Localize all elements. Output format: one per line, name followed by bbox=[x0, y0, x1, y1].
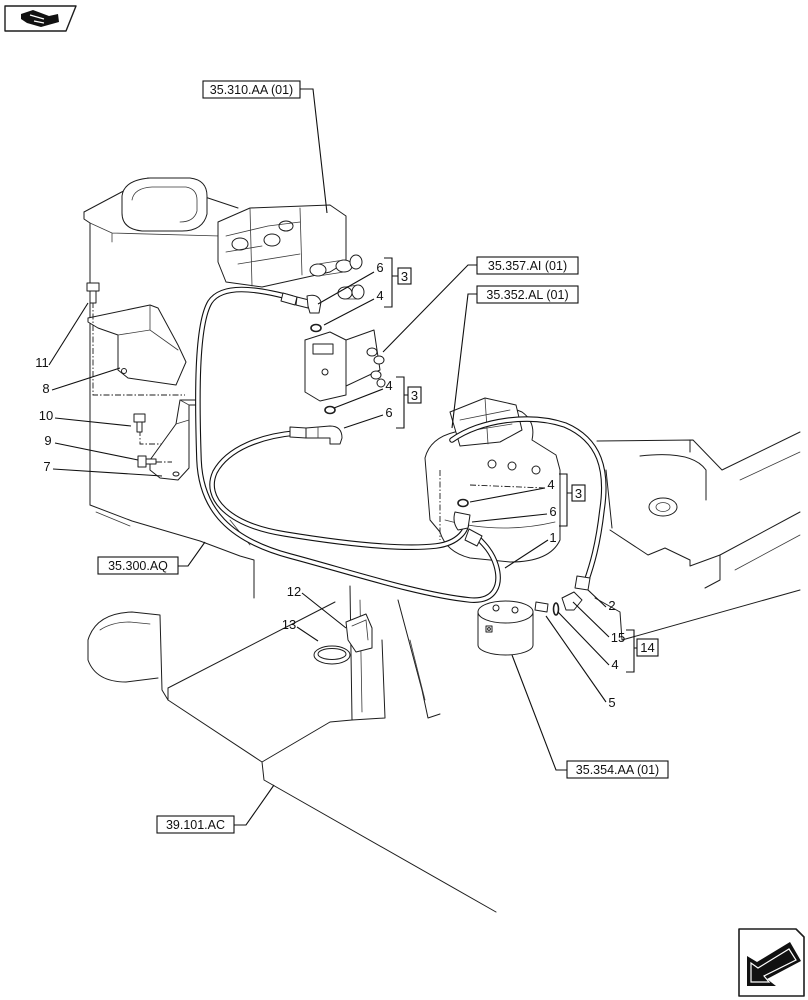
o-ring-top bbox=[310, 323, 322, 333]
part-callout[interactable]: 13 bbox=[282, 617, 296, 632]
group-callout-bottom[interactable]: 14 bbox=[636, 638, 659, 657]
group-number: 3 bbox=[575, 486, 582, 501]
part-callout[interactable]: 9 bbox=[44, 433, 51, 448]
part-callout[interactable]: 4 bbox=[611, 657, 618, 672]
group-number: 14 bbox=[640, 640, 654, 655]
hand-pointer-icon[interactable] bbox=[4, 5, 77, 32]
part-callout[interactable]: 15 bbox=[611, 630, 625, 645]
cover-plate-bracket bbox=[87, 304, 187, 386]
hose-end-fitting-2 bbox=[574, 575, 591, 591]
mounting-bracket bbox=[149, 399, 197, 481]
part-callout[interactable]: 1 bbox=[549, 530, 556, 545]
part-callout[interactable]: 12 bbox=[287, 584, 301, 599]
part-callout[interactable]: 6 bbox=[376, 260, 383, 275]
group-callout-top[interactable]: 3 bbox=[397, 267, 412, 285]
fitting-middle bbox=[289, 425, 343, 445]
part-callout[interactable]: 8 bbox=[42, 381, 49, 396]
part-callout[interactable]: 4 bbox=[547, 477, 554, 492]
reference-link-39-101-ac[interactable]: 39.101.AC bbox=[156, 815, 235, 834]
reference-label: 35.357.AI (01) bbox=[488, 259, 567, 273]
o-ring-right bbox=[457, 498, 469, 508]
bolt-9 bbox=[137, 455, 157, 468]
part-callouts: 6 4 11 8 10 9 7 4 6 4 6 1 12 13 2 15 4 5 bbox=[35, 260, 625, 710]
group-number: 3 bbox=[411, 388, 418, 403]
hose-clamp bbox=[345, 613, 373, 653]
o-ring-middle bbox=[324, 405, 336, 415]
part-callout[interactable]: 6 bbox=[385, 405, 392, 420]
reference-label: 35.352.AL (01) bbox=[486, 288, 568, 302]
reference-label: 35.300.AQ bbox=[108, 559, 168, 573]
hose-upper bbox=[195, 286, 501, 603]
control-valve-block bbox=[217, 204, 365, 300]
next-page-arrow-icon[interactable] bbox=[738, 928, 805, 997]
part-callout[interactable]: 5 bbox=[608, 695, 615, 710]
group-callout-right[interactable]: 3 bbox=[571, 484, 586, 502]
group-callout-middle[interactable]: 3 bbox=[407, 386, 422, 404]
hose-band bbox=[313, 645, 351, 665]
reference-link-35-310-aa[interactable]: 35.310.AA (01) bbox=[202, 80, 301, 99]
pilot-valve-block bbox=[304, 329, 386, 402]
reference-label: 35.354.AA (01) bbox=[576, 763, 659, 777]
hose-end-fitting bbox=[464, 528, 483, 547]
part-callout[interactable]: 6 bbox=[549, 504, 556, 519]
part-callout[interactable]: 4 bbox=[385, 378, 392, 393]
rotary-joint bbox=[477, 600, 534, 656]
adapter-fitting-5 bbox=[534, 601, 549, 613]
bolt-10 bbox=[133, 413, 146, 433]
group-number: 3 bbox=[401, 269, 408, 284]
bolt-11 bbox=[86, 282, 100, 304]
reference-link-35-357-ai[interactable]: 35.357.AI (01) bbox=[476, 256, 579, 275]
reference-link-35-352-al[interactable]: 35.352.AL (01) bbox=[476, 285, 579, 304]
fitting-top bbox=[280, 292, 322, 314]
part-callout[interactable]: 4 bbox=[376, 288, 383, 303]
hose-right bbox=[449, 416, 607, 585]
assembly-centerlines bbox=[92, 302, 185, 463]
o-ring-bottom bbox=[552, 602, 560, 616]
reference-link-35-354-aa[interactable]: 35.354.AA (01) bbox=[566, 760, 669, 779]
reference-link-35-300-aq[interactable]: 35.300.AQ bbox=[97, 556, 179, 575]
reference-label: 39.101.AC bbox=[166, 818, 225, 832]
part-callout[interactable]: 10 bbox=[39, 408, 53, 423]
part-callout[interactable]: 7 bbox=[43, 459, 50, 474]
reference-label: 35.310.AA (01) bbox=[210, 83, 293, 97]
elbow-fitting-right bbox=[453, 511, 471, 531]
machine-frame bbox=[83, 177, 801, 913]
part-callout[interactable]: 2 bbox=[608, 598, 615, 613]
part-callout[interactable]: 11 bbox=[35, 355, 49, 370]
hose-middle bbox=[209, 430, 470, 550]
